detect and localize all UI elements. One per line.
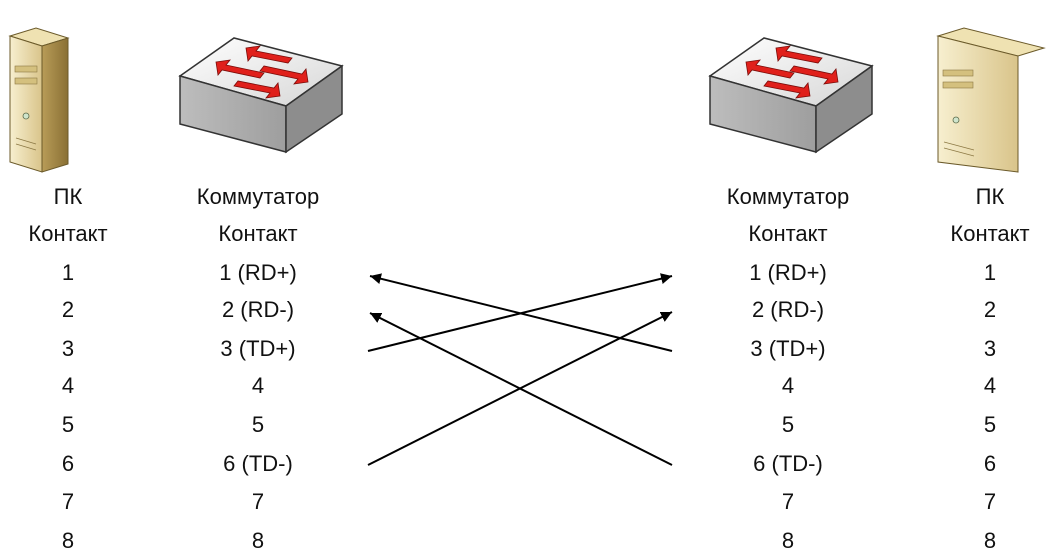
pin-label: 8 [61, 528, 75, 553]
pin-label: 5 [61, 412, 75, 437]
network-switch-icon [708, 37, 874, 154]
pin-label: 4 [983, 373, 997, 398]
pin-label: 3 [61, 336, 75, 361]
pin-label: 1 [983, 260, 997, 285]
pin-label: 3 (TD+) [750, 336, 826, 361]
column-header: Контакт [28, 221, 108, 246]
server-tower-icon [8, 27, 70, 173]
pin-label: 4 [251, 373, 265, 398]
pin-label: 2 [983, 297, 997, 322]
column-title: Коммутатор [196, 184, 320, 209]
pin-label: 3 [983, 336, 997, 361]
column-title: ПК [975, 184, 1005, 209]
pin-label: 6 [983, 451, 997, 476]
arrow-right-td-minus-to-left-rd-minus [369, 312, 673, 466]
pin-label: 6 [61, 451, 75, 476]
network-switch-icon [178, 37, 344, 154]
pin-label: 7 [61, 489, 75, 514]
pin-label: 5 [251, 412, 265, 437]
pin-label: 7 [983, 489, 997, 514]
pin-label: 3 (TD+) [220, 336, 296, 361]
pin-label: 7 [251, 489, 265, 514]
pin-label: 4 [61, 373, 75, 398]
pin-label: 1 (RD+) [749, 260, 827, 285]
column-header: Контакт [218, 221, 298, 246]
pin-label: 8 [983, 528, 997, 553]
pin-label: 4 [781, 373, 795, 398]
arrow-right-td-plus-to-left-rd-plus [369, 273, 673, 352]
pin-label: 1 (RD+) [219, 260, 297, 285]
pin-label: 2 (RD-) [221, 297, 295, 322]
pin-label: 6 (TD-) [223, 451, 293, 476]
pin-label: 5 [781, 412, 795, 437]
column-title: Коммутатор [726, 184, 850, 209]
column-title: ПК [53, 184, 83, 209]
pin-label: 2 [61, 297, 75, 322]
column-header: Контакт [748, 221, 828, 246]
pin-label: 8 [781, 528, 795, 553]
pin-label: 6 (TD-) [753, 451, 823, 476]
pin-label: 5 [983, 412, 997, 437]
column-header: Контакт [950, 221, 1030, 246]
pin-label: 2 (RD-) [751, 297, 825, 322]
pin-label: 7 [781, 489, 795, 514]
server-tower-icon [936, 27, 1046, 173]
pin-label: 8 [251, 528, 265, 553]
pin-label: 1 [61, 260, 75, 285]
